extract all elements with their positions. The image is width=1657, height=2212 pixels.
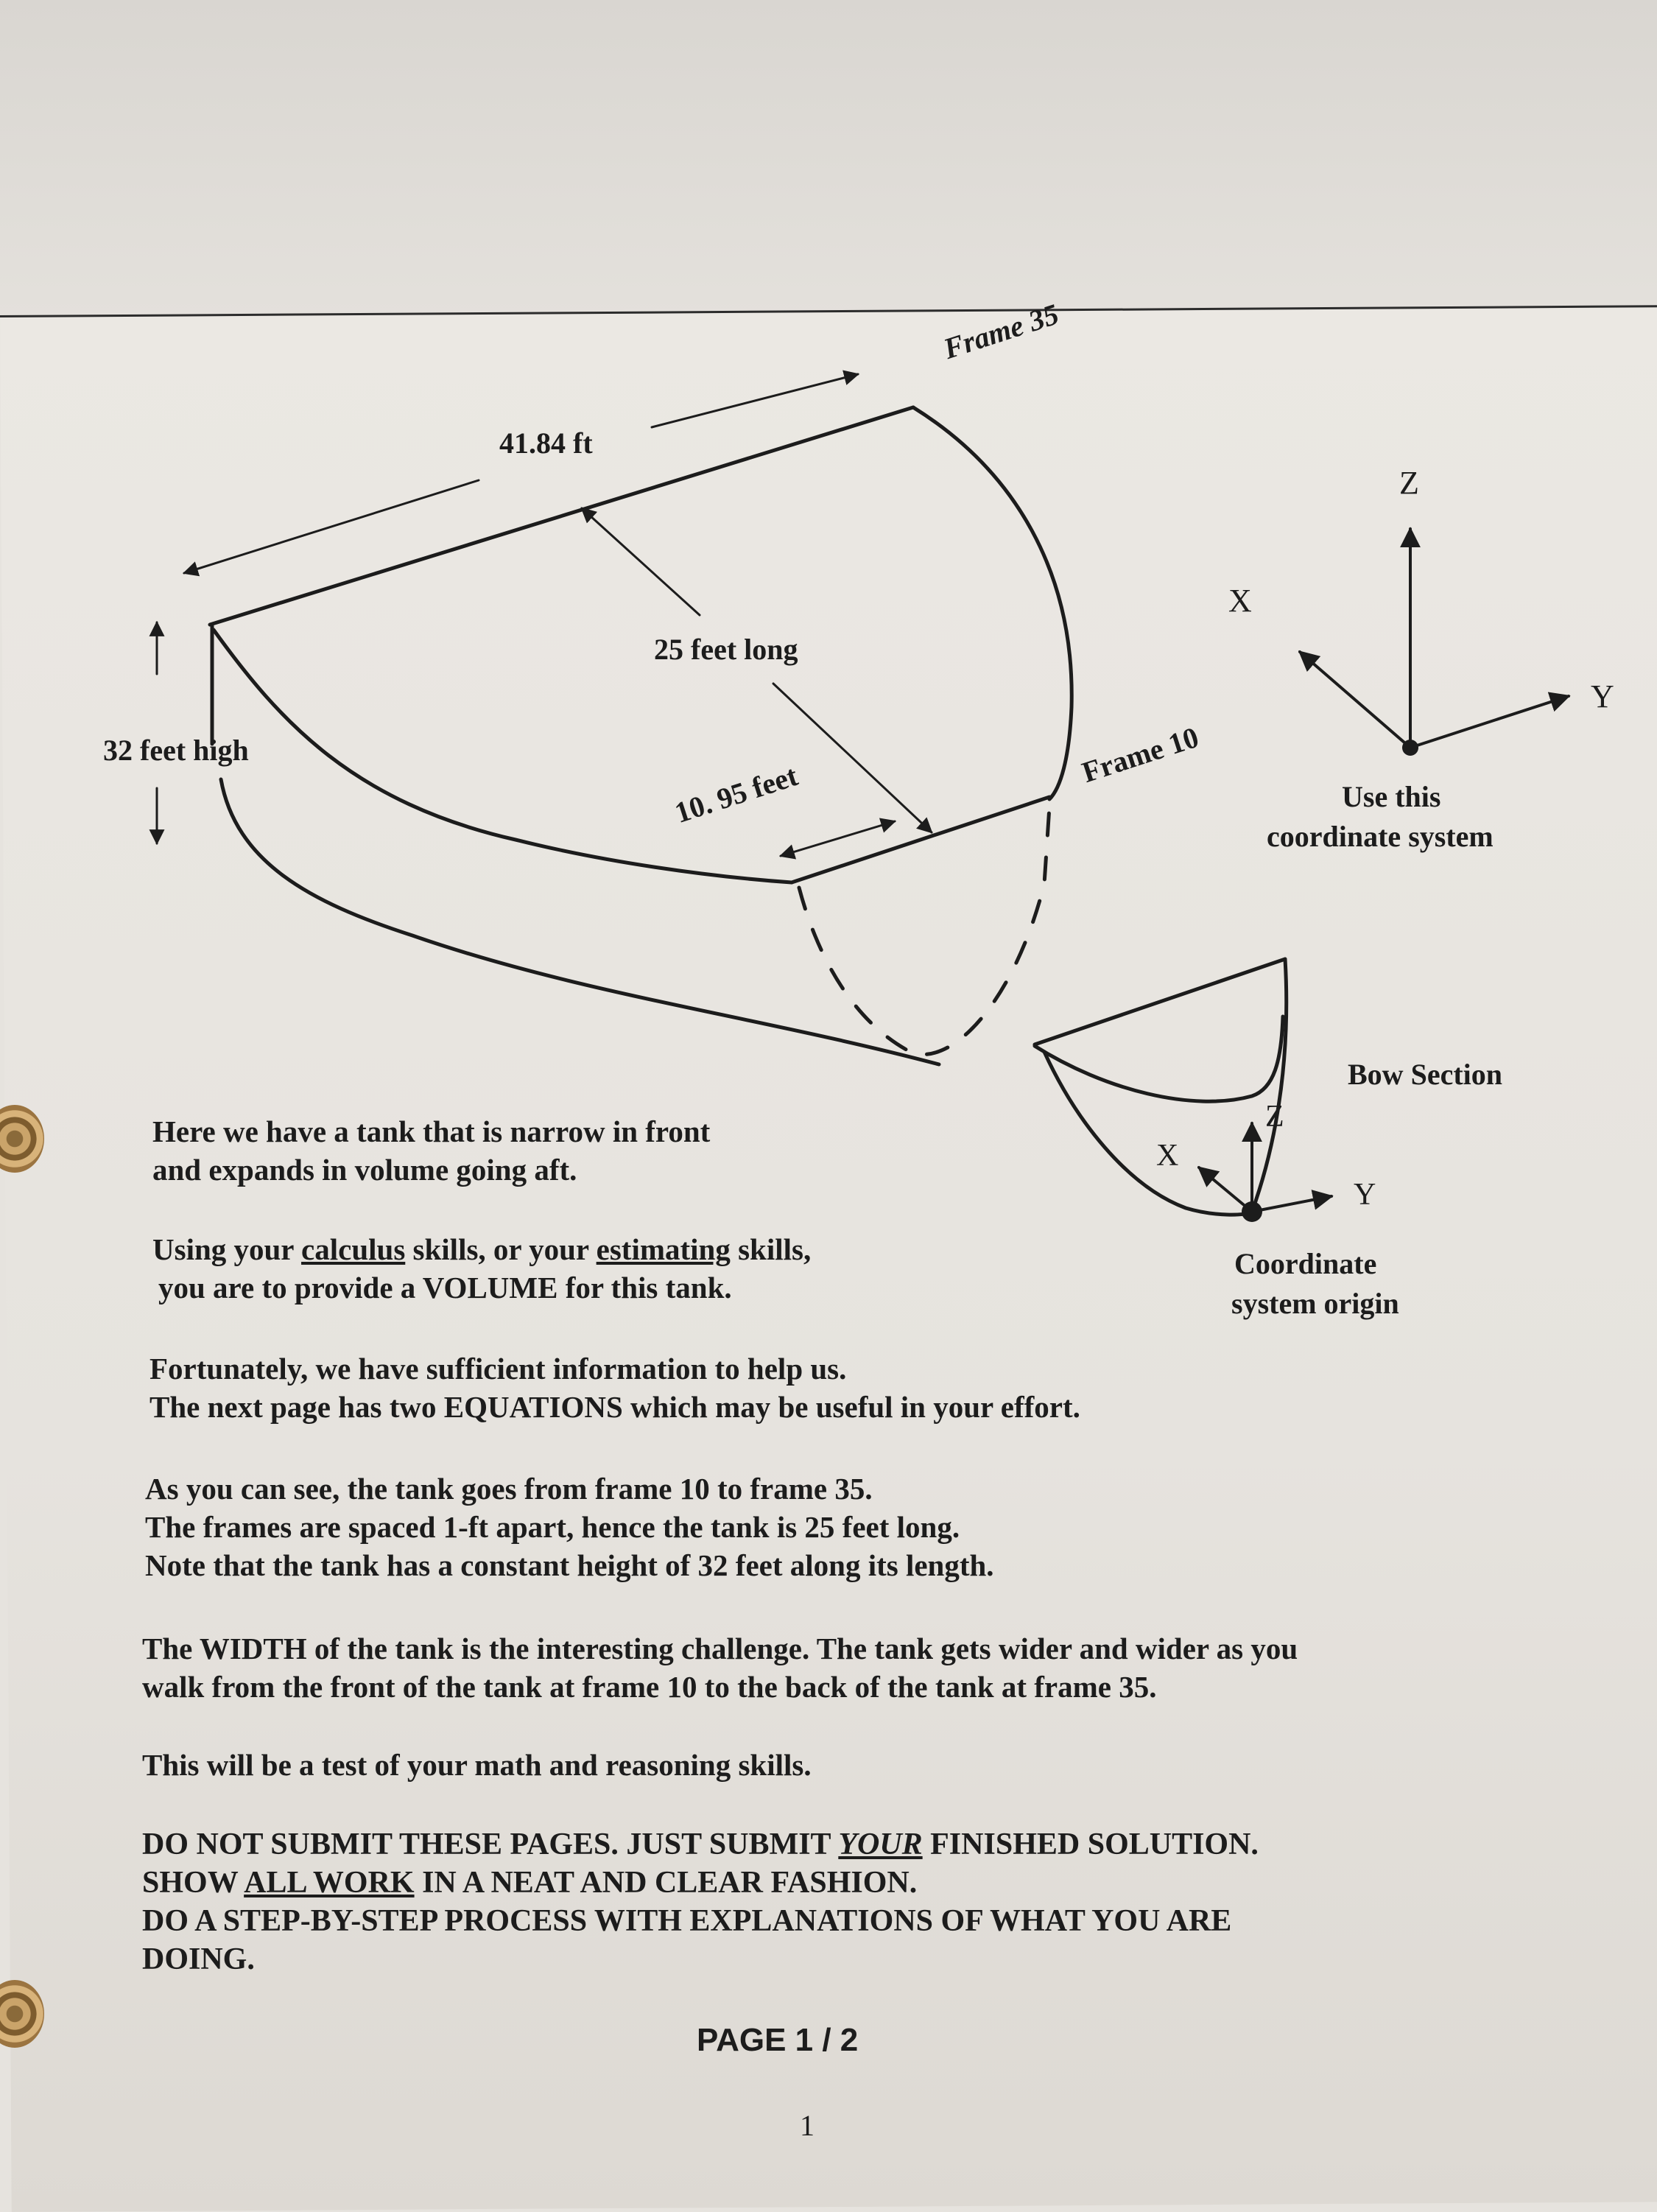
axis-label-y: Y xyxy=(1591,678,1614,714)
underlined-estimating: estimating xyxy=(596,1232,731,1266)
tank-dashed-bow xyxy=(797,804,1052,1056)
origin-caption-line2: system origin xyxy=(1231,1287,1399,1320)
dim-arrow-right-top xyxy=(650,370,860,429)
tank-top-inner-curve xyxy=(211,628,794,885)
bow-axis-label-y: Y xyxy=(1354,1178,1376,1212)
underlined-your: YOUR xyxy=(838,1827,923,1861)
tank-bottom-curve xyxy=(219,777,941,1067)
bow-inner-curve xyxy=(1032,1014,1285,1103)
bow-right-edge xyxy=(1250,957,1289,1214)
bow-axis-label-z: Z xyxy=(1265,1100,1284,1134)
paragraph-width: The WIDTH of the tank is the interesting… xyxy=(142,1632,1298,1704)
paragraph-task: Using your calculus skills, or your esti… xyxy=(152,1232,812,1305)
paragraph-frames: As you can see, the tank goes from frame… xyxy=(145,1472,994,1582)
label-25-feet-long: 25 feet long xyxy=(654,633,798,666)
bow-section-title: Bow Section xyxy=(1348,1058,1502,1091)
page-number: 1 xyxy=(800,2109,815,2142)
paragraph-equations-note: Fortunately, we have sufficient informat… xyxy=(149,1352,1080,1424)
tank-diagram xyxy=(149,370,1571,1222)
page-label: PAGE 1 / 2 xyxy=(697,2022,859,2058)
bow-axis-label-x: X xyxy=(1156,1139,1179,1173)
origin-dot-bow xyxy=(1242,1201,1262,1222)
origin-caption-line1: Coordinate xyxy=(1234,1247,1377,1280)
paragraph-instructions: DO NOT SUBMIT THESE PAGES. JUST SUBMIT Y… xyxy=(142,1827,1259,1976)
paragraph-intro: Here we have a tank that is narrow in fr… xyxy=(152,1114,711,1187)
coord-caption-line1: Use this xyxy=(1342,780,1441,813)
previous-page-edge xyxy=(0,0,1657,324)
axis-label-z: Z xyxy=(1399,465,1419,501)
coord-caption-line2: coordinate system xyxy=(1267,820,1494,853)
tank-aft-curve xyxy=(911,405,1074,801)
underlined-all-work: ALL WORK xyxy=(244,1866,415,1900)
origin-dot-main xyxy=(1402,740,1418,756)
paragraph-test: This will be a test of your math and rea… xyxy=(142,1748,812,1782)
dim-arrow-left-top xyxy=(182,479,480,577)
axis-y xyxy=(1409,692,1571,749)
frame10-line xyxy=(789,795,1052,885)
bow-axis-y xyxy=(1250,1190,1334,1213)
bow-top-edge xyxy=(1032,957,1287,1047)
label-length-top: 41.84 ft xyxy=(499,426,593,460)
bow-outer-curve xyxy=(1042,1050,1254,1217)
label-32-feet-high: 32 feet high xyxy=(103,734,249,767)
underlined-calculus: calculus xyxy=(301,1232,406,1266)
tank-top-edge xyxy=(208,405,915,627)
axis-label-x: X xyxy=(1228,583,1252,619)
leader-25ft xyxy=(580,507,701,617)
leader-25ft-lower xyxy=(772,682,933,834)
axis-x xyxy=(1298,650,1412,749)
width-arrow xyxy=(778,818,897,860)
bow-axis-x xyxy=(1197,1166,1253,1213)
